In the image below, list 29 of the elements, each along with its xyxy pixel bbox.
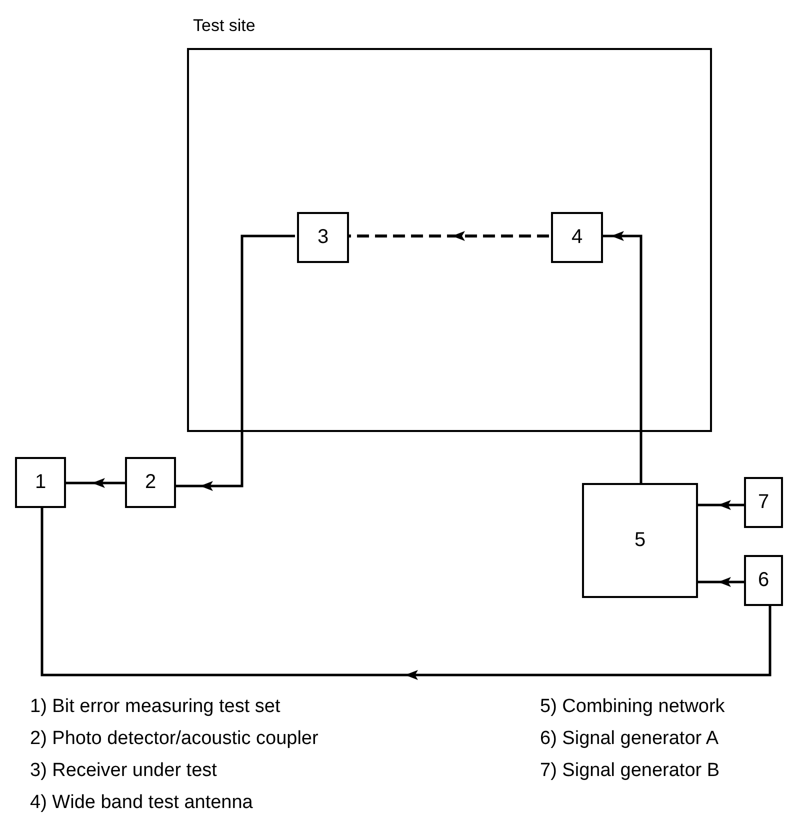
box-number: 2 (144, 471, 156, 494)
legend-item-text: 1) Bit error measuring test set (30, 696, 280, 718)
legend-item-text: 3) Receiver under test (30, 760, 217, 782)
box-number: 4 (571, 226, 583, 249)
arrow (176, 234, 295, 491)
box-number: 6 (758, 569, 770, 592)
numbered-box (125, 457, 176, 508)
numbered-box (15, 457, 66, 508)
numbered-box (744, 477, 783, 528)
arrow (698, 577, 744, 587)
numbered-box (297, 212, 349, 263)
arrow (40, 508, 772, 680)
numbered-box (582, 483, 698, 598)
numbered-box (551, 212, 603, 263)
arrow (66, 478, 125, 488)
numbered-box (744, 555, 783, 606)
arrow (601, 231, 642, 483)
legend-item-text: 6) Signal generator A (540, 728, 719, 750)
arrow (698, 500, 744, 510)
box-number: 5 (634, 529, 646, 552)
box-number: 3 (317, 226, 329, 249)
legend-item-text: 2) Photo detector/acoustic coupler (30, 728, 318, 750)
area-heading: Test site (193, 16, 256, 36)
legend-item-text: 5) Combining network (540, 696, 725, 718)
legend-item-text: 7) Signal generator B (540, 760, 720, 782)
legend-item-text: 4) Wide band test antenna (30, 792, 253, 814)
dashed-arrow (347, 231, 549, 241)
box-number: 7 (758, 491, 770, 514)
box-number: 1 (34, 471, 46, 494)
